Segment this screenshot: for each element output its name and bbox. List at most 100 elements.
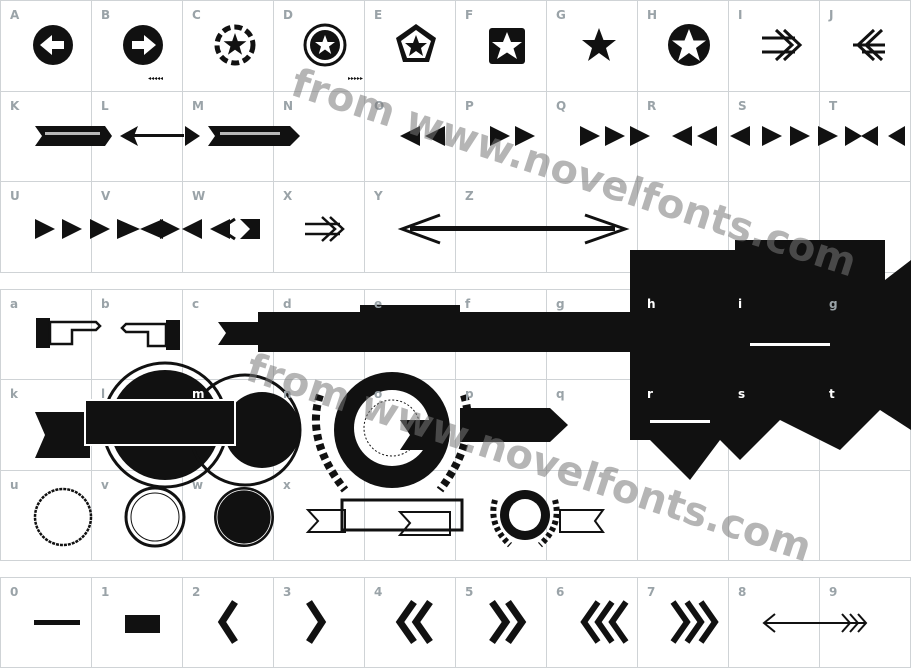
- label-l: l: [101, 387, 106, 401]
- label-o: o: [374, 387, 383, 401]
- glyph-6-triple-chevron-left: [580, 600, 629, 644]
- glyph-large-banner-blob: [258, 240, 911, 480]
- label-N: N: [283, 99, 294, 113]
- glyph-x-ribbon-wreath: [305, 490, 605, 548]
- label-5: 5: [465, 585, 474, 599]
- label-Z: Z: [465, 189, 474, 203]
- label-b: b: [101, 297, 110, 311]
- glyph-a-pointing-hand-right: [36, 318, 102, 348]
- glyph-W-triangles-left-chevrons: [182, 217, 260, 241]
- glyph-L-arrow-line: [120, 126, 184, 146]
- label-S: S: [738, 99, 747, 113]
- label-u: u: [10, 478, 19, 492]
- label-B: B: [101, 8, 111, 22]
- label-P: P: [465, 99, 474, 113]
- label-D: D: [283, 8, 293, 22]
- glyph-B-circle-arrow-right: ◂◂◂◂◂: [123, 25, 163, 82]
- glyph-0-bar: [34, 620, 80, 625]
- glyph-A-circle-arrow-left: [33, 25, 73, 65]
- glyph-J-double-chevron-left: [853, 28, 885, 62]
- label-C: C: [192, 8, 201, 22]
- label-r: r: [647, 387, 653, 401]
- label-Y: Y: [374, 189, 383, 203]
- glyph-P-triple-triangle-right: [580, 126, 650, 146]
- label-q: q: [556, 387, 565, 401]
- label-s: s: [738, 387, 746, 401]
- glyph-K-grunge-arrow: [35, 126, 112, 146]
- label-2: 2: [192, 585, 201, 599]
- glyph-b-pointing-hand-left: [120, 320, 180, 350]
- label-4: 4: [374, 585, 383, 599]
- label-6: 6: [556, 585, 565, 599]
- glyph-D-star-ring: ▸▸▸▸▸: [303, 23, 363, 82]
- label-g2: g: [829, 297, 838, 311]
- label-G: G: [556, 8, 566, 22]
- label-Q: Q: [556, 99, 567, 113]
- label-R: R: [647, 99, 657, 113]
- glyph-M-grunge-arrow-right: [185, 126, 300, 146]
- glyph-8-9-feather-arrow: [762, 613, 868, 633]
- label-7: 7: [647, 585, 656, 599]
- glyph-4-double-chevron-left: [395, 599, 433, 645]
- label-H: H: [647, 8, 658, 22]
- svg-text:◂◂◂◂◂: ◂◂◂◂◂: [148, 75, 163, 82]
- glyph-7-triple-chevron-right: [670, 600, 719, 644]
- glyph-v-ring: [124, 486, 186, 548]
- label-U: U: [10, 189, 20, 203]
- glyph-C-dashed-star-circle: [214, 24, 256, 66]
- label-k: k: [10, 387, 18, 401]
- label-a: a: [10, 297, 19, 311]
- label-O: O: [374, 99, 385, 113]
- label-W: W: [192, 189, 206, 203]
- label-v: v: [101, 478, 109, 492]
- label-9: 9: [829, 585, 838, 599]
- label-p: p: [465, 387, 474, 401]
- glyph-N-double-triangle-left: [400, 126, 445, 146]
- label-h: h: [647, 297, 656, 311]
- label-i: i: [738, 297, 743, 311]
- glyph-1-grunge-block: [125, 615, 160, 633]
- glyph-o-laurel-wreath: [311, 372, 472, 493]
- label-K: K: [10, 99, 20, 113]
- glyph-V-bowtie-triangles: [117, 219, 180, 239]
- glyph-u-thin-circle: [33, 487, 93, 547]
- label-T: T: [829, 99, 838, 113]
- label-X: X: [283, 189, 293, 203]
- label-g: g: [556, 297, 565, 311]
- label-n: n: [283, 387, 292, 401]
- glyph-Q-triple-triangle-left: [672, 126, 750, 146]
- label-1: 1: [101, 585, 110, 599]
- glyph-c-banner: [218, 322, 262, 345]
- label-w: w: [192, 478, 204, 492]
- label-x: x: [283, 478, 291, 492]
- label-d: d: [283, 297, 292, 311]
- glyph-H-circle-star: [668, 24, 710, 66]
- label-I: I: [738, 8, 743, 22]
- label-V: V: [101, 189, 111, 203]
- glyph-O-double-triangle-right: [490, 126, 535, 146]
- label-A: A: [10, 8, 20, 22]
- label-c: c: [192, 297, 200, 311]
- label-f: f: [465, 297, 471, 311]
- label-e: e: [374, 297, 383, 311]
- label-J: J: [829, 8, 834, 22]
- glyph-U-triangles-right: [35, 219, 110, 239]
- glyph-I-double-chevron-right: [762, 28, 803, 62]
- glyph-G-star: [582, 28, 616, 61]
- label-t: t: [829, 387, 835, 401]
- glyph-l-m-ribbon-badge: [35, 361, 302, 489]
- glyph-p-banner: [460, 408, 568, 442]
- label-L: L: [101, 99, 109, 113]
- glyph-w-filled-circle: [214, 487, 274, 547]
- glyph-E-pentagon-star: [396, 24, 436, 62]
- label-3: 3: [283, 585, 292, 599]
- label-m: m: [192, 387, 205, 401]
- label-M: M: [192, 99, 204, 113]
- glyph-R-triple-triangle-right: [762, 126, 838, 146]
- glyph-S-bowtie-triangles: [845, 126, 905, 146]
- glyph-3-chevron-right: [306, 600, 327, 644]
- label-0: 0: [10, 585, 19, 599]
- label-F: F: [465, 8, 474, 22]
- glyph-F-square-star: [489, 28, 525, 64]
